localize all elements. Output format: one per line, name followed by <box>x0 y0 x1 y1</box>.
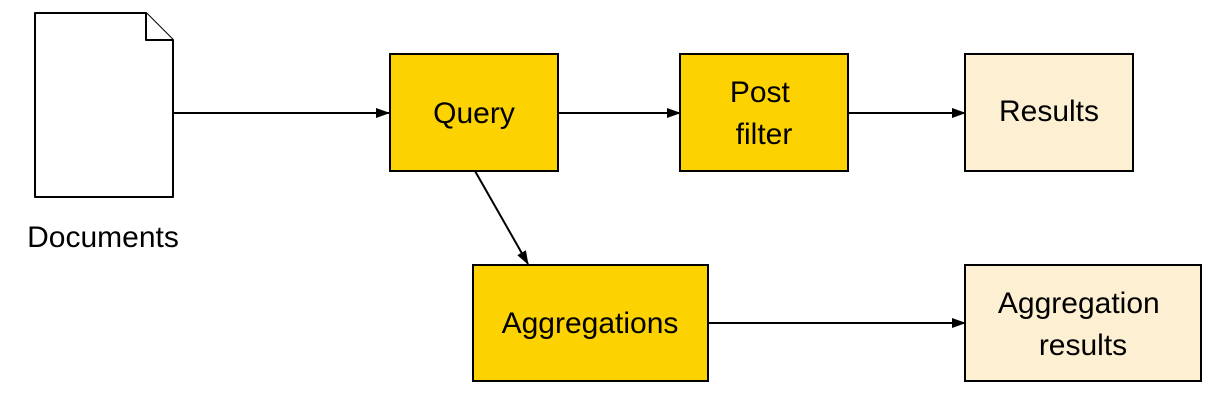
aggregation-results-node: Aggregation results <box>964 264 1202 382</box>
aggregation-results-box <box>964 264 1202 382</box>
post-filter-label: Post filter <box>730 76 798 151</box>
documents-label: Documents <box>27 221 179 254</box>
post-filter-label-line2: filter <box>736 118 793 151</box>
aggregations-label: Aggregations <box>502 307 679 340</box>
post-filter-node: Post filter <box>679 53 849 172</box>
query-node: Query <box>389 53 559 172</box>
aggregations-node: Aggregations <box>472 264 709 382</box>
results-node: Results <box>964 53 1134 172</box>
query-box <box>389 53 559 172</box>
post-filter-box <box>679 53 849 172</box>
aggregation-results-label-line1: Aggregation <box>998 287 1160 320</box>
document-icon <box>34 12 174 198</box>
results-box <box>964 53 1134 172</box>
results-label: Results <box>999 95 1099 128</box>
query-label: Query <box>433 97 515 130</box>
document-page <box>34 12 174 198</box>
aggregation-results-label: Aggregation results <box>998 287 1168 362</box>
arrow-query-to-aggregations <box>474 170 529 265</box>
document-folded-corner <box>145 13 173 41</box>
aggregations-box <box>472 264 709 382</box>
post-filter-label-line1: Post <box>730 76 791 109</box>
aggregation-results-label-line2: results <box>1039 329 1127 362</box>
